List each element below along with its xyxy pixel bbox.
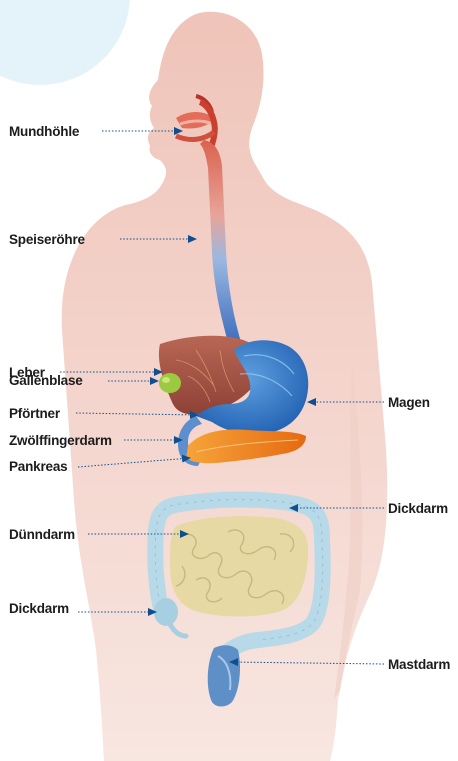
label-dickdarm-right: Dickdarm — [388, 501, 448, 517]
label-dickdarm-left: Dickdarm — [9, 601, 69, 617]
label-mundhoehle: Mundhöhle — [9, 124, 79, 140]
label-pankreas: Pankreas — [9, 459, 67, 475]
label-duenndarm: Dünndarm — [9, 527, 75, 543]
label-zwoelffingerdarm: Zwölffingerdarm — [9, 433, 112, 449]
gallbladder-highlight — [162, 377, 170, 383]
gallbladder — [159, 373, 181, 393]
background-circle — [0, 0, 130, 85]
label-mastdarm: Mastdarm — [388, 657, 450, 673]
label-gallenblase: Gallenblase — [9, 373, 83, 389]
label-pfoertner: Pförtner — [9, 406, 60, 422]
cecum — [154, 598, 178, 626]
label-magen: Magen — [388, 395, 430, 411]
label-speiseroehre: Speiseröhre — [9, 232, 85, 248]
